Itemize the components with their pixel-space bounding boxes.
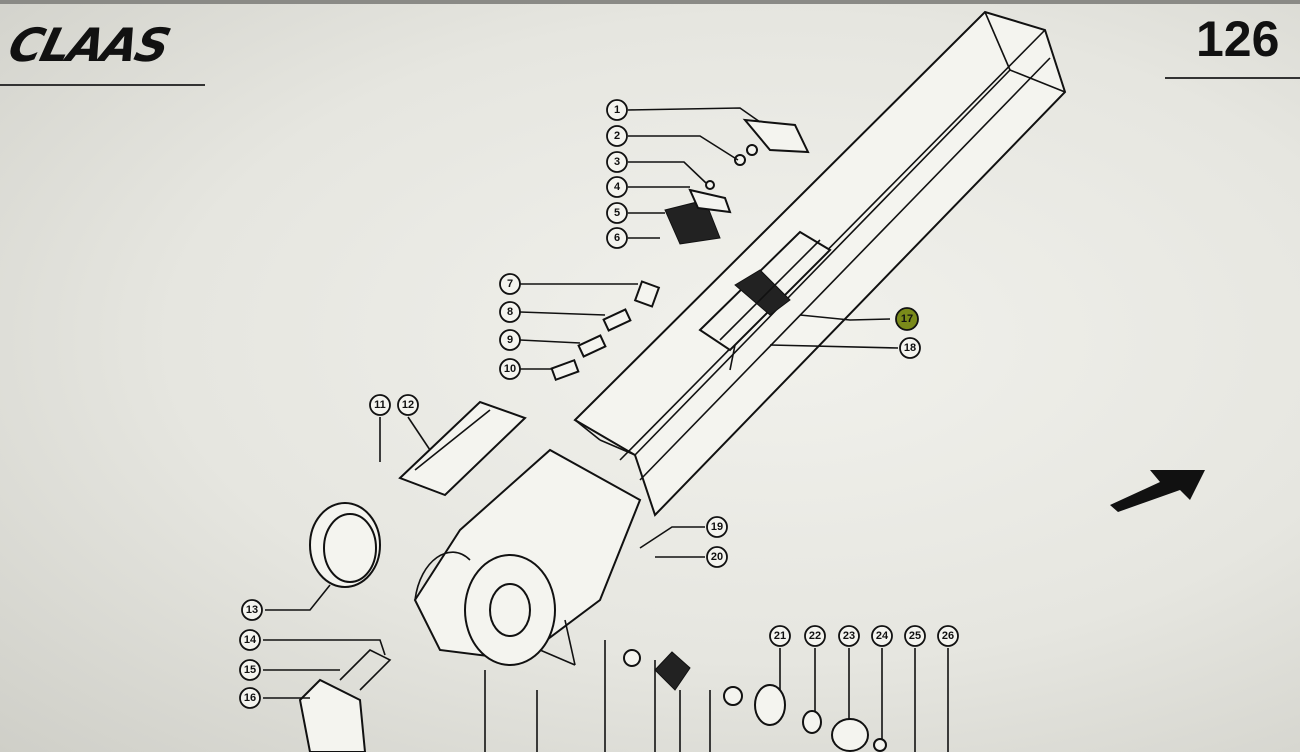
svg-text:24: 24	[876, 630, 889, 642]
svg-text:6: 6	[614, 232, 620, 244]
svg-text:18: 18	[904, 342, 916, 354]
callout-3[interactable]: 3	[606, 151, 628, 173]
svg-text:5: 5	[614, 207, 620, 219]
idler-parts	[550, 280, 661, 382]
cover-plate	[398, 400, 527, 497]
svg-text:21: 21	[774, 630, 786, 642]
logo-rule	[0, 84, 205, 86]
svg-text:26: 26	[942, 630, 954, 642]
callout-15[interactable]: 15	[239, 659, 261, 681]
callout-20[interactable]: 20	[706, 546, 728, 568]
drive-ring	[309, 502, 381, 588]
callout-26[interactable]: 26	[937, 625, 959, 647]
callout-25[interactable]: 25	[904, 625, 926, 647]
svg-text:11: 11	[374, 399, 386, 411]
access-door	[698, 230, 832, 371]
callout-10[interactable]: 10	[499, 358, 521, 380]
callout-16[interactable]: 16	[239, 687, 261, 709]
callout-5[interactable]: 5	[606, 202, 628, 224]
svg-text:2: 2	[614, 130, 620, 142]
callout-14[interactable]: 14	[239, 629, 261, 651]
svg-text:22: 22	[809, 630, 821, 642]
svg-text:1: 1	[614, 104, 620, 116]
u-bolt-bracket	[298, 649, 392, 752]
svg-text:13: 13	[246, 604, 258, 616]
callout-11[interactable]: 11	[369, 394, 391, 416]
leader-lines	[263, 107, 949, 752]
callout-17[interactable]: 17	[895, 307, 919, 331]
arrow-up-right-icon	[1110, 470, 1205, 512]
callout-24[interactable]: 24	[871, 625, 893, 647]
svg-text:10: 10	[504, 363, 516, 375]
callout-19[interactable]: 19	[706, 516, 728, 538]
callout-13[interactable]: 13	[241, 599, 263, 621]
callout-23[interactable]: 23	[838, 625, 860, 647]
callout-12[interactable]: 12	[397, 394, 419, 416]
svg-text:15: 15	[244, 664, 256, 676]
svg-text:8: 8	[507, 306, 513, 318]
svg-text:9: 9	[507, 334, 513, 346]
svg-text:7: 7	[507, 278, 513, 290]
callout-1[interactable]: 1	[606, 99, 628, 121]
top-border	[0, 0, 1300, 4]
callout-21[interactable]: 21	[769, 625, 791, 647]
svg-text:20: 20	[711, 551, 723, 563]
svg-text:25: 25	[909, 630, 921, 642]
svg-text:12: 12	[402, 399, 414, 411]
svg-text:16: 16	[244, 692, 256, 704]
upper-small-parts	[664, 118, 810, 245]
svg-text:14: 14	[244, 634, 257, 646]
lower-housing	[413, 448, 642, 666]
callout-18[interactable]: 18	[899, 337, 921, 359]
callout-2[interactable]: 2	[606, 125, 628, 147]
elevator-tube	[573, 10, 1067, 517]
svg-text:23: 23	[843, 630, 855, 642]
callout-22[interactable]: 22	[804, 625, 826, 647]
svg-text:19: 19	[711, 521, 723, 533]
callout-4[interactable]: 4	[606, 176, 628, 198]
bottom-row-parts	[623, 649, 887, 752]
svg-text:17: 17	[901, 313, 913, 325]
svg-text:3: 3	[614, 156, 620, 168]
callout-7[interactable]: 7	[499, 273, 521, 295]
page-number: 126	[1196, 11, 1280, 67]
callout-9[interactable]: 9	[499, 329, 521, 351]
page-number-rule	[1165, 77, 1300, 79]
callout-8[interactable]: 8	[499, 301, 521, 323]
svg-text:4: 4	[614, 181, 621, 193]
callout-6[interactable]: 6	[606, 227, 628, 249]
